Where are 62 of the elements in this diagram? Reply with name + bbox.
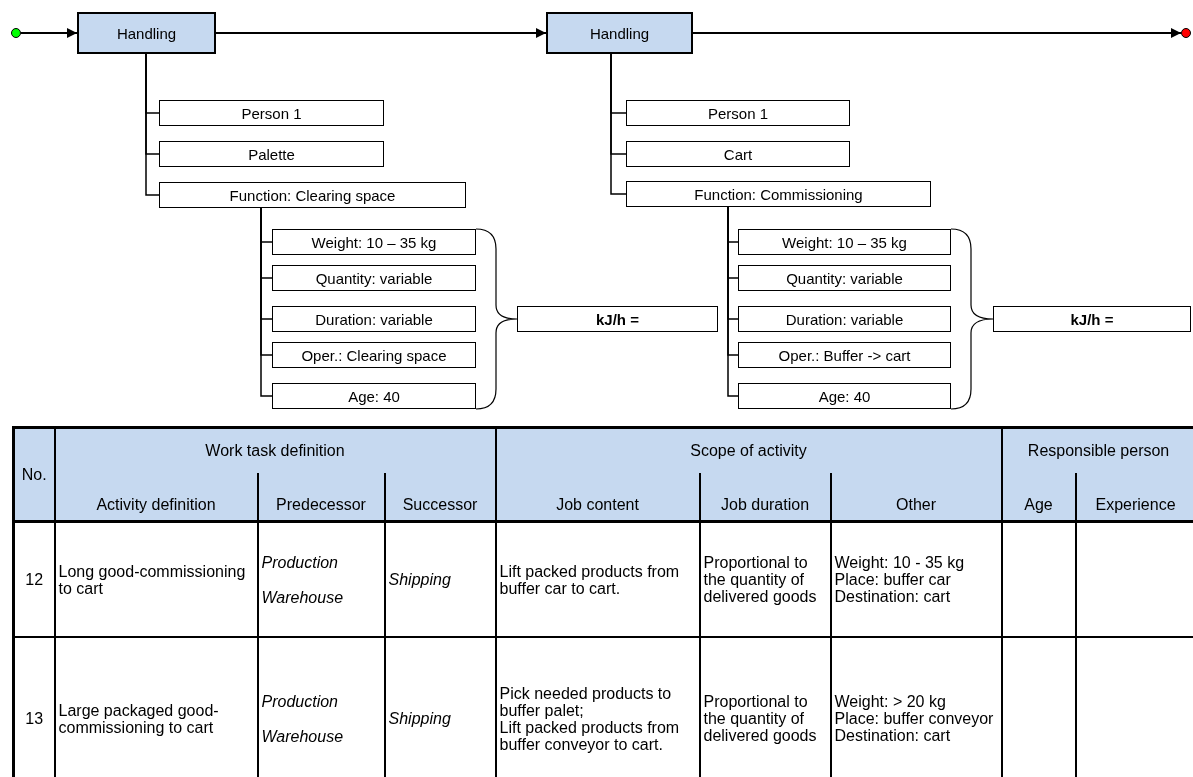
table-cell-text: Production	[261, 692, 339, 710]
table-cell-text: Warehouse	[261, 588, 345, 606]
table-cell-text: Shipping	[388, 710, 452, 727]
attribute-box: Person 1	[159, 100, 384, 126]
column-header: Job content	[495, 473, 700, 522]
result-box: kJ/h =	[993, 306, 1191, 332]
start-circle	[11, 28, 21, 38]
connector-line	[727, 206, 739, 397]
table-cell-text: Weight: 10 - 35 kg	[834, 554, 966, 571]
result-box: kJ/h =	[517, 306, 718, 332]
column-header: Age	[1001, 473, 1076, 522]
table-cell-text: Production	[261, 553, 339, 571]
column-header: Scope of activity	[495, 427, 1002, 473]
table-cell-text: Warehouse	[261, 727, 345, 745]
table-cell-text: Destination: cart	[834, 588, 952, 605]
column-header: Responsible person	[1001, 427, 1193, 473]
arrow	[692, 28, 1182, 38]
connector-line	[145, 53, 160, 196]
connector-line	[260, 207, 273, 397]
attribute-box: Function: Commissioning	[626, 181, 931, 207]
end-circle	[1181, 28, 1191, 38]
table-cell-text: Destination: cart	[834, 727, 952, 744]
arrow	[20, 28, 78, 38]
table-cell-text: Proportional to the quantity of delivered goods	[703, 554, 818, 605]
table-cell-text: Proportional to the quantity of delivered goods	[703, 693, 818, 744]
table-cell-text: 13	[24, 710, 45, 727]
column-header: Other	[830, 473, 1002, 522]
table-cell-text: Place: buffer conveyor	[834, 710, 995, 727]
table-cell-text: Large packaged good-commissioning to cart	[58, 701, 220, 736]
attribute-box: Cart	[626, 141, 850, 167]
attribute-box: Function: Clearing space	[159, 182, 466, 208]
column-header: Successor	[384, 473, 496, 522]
attribute-box: Oper.: Buffer -> cart	[738, 342, 951, 368]
attribute-box: Age: 40	[272, 383, 476, 409]
attribute-box: Weight: 10 – 35 kg	[272, 229, 476, 255]
column-header: Activity definition	[54, 473, 258, 522]
attribute-box: Weight: 10 – 35 kg	[738, 229, 951, 255]
column-header: Job duration	[699, 473, 831, 522]
attribute-box: Oper.: Clearing space	[272, 342, 476, 368]
table-cell-text: Lift packed products from buffer conveyor to cart.	[499, 718, 681, 753]
process-box: Handling	[546, 12, 693, 54]
attribute-box: Person 1	[626, 100, 850, 126]
column-header: Experience	[1075, 473, 1193, 522]
attribute-box: Quantity: variable	[738, 265, 951, 291]
table-cell-text: Pick needed products to buffer palet;	[499, 684, 673, 719]
table-cell-text: Shipping	[388, 571, 452, 588]
table-cell-text: Place: buffer car	[834, 571, 952, 588]
table-cell-text: Weight: > 20 kg	[834, 693, 947, 710]
column-header: Predecessor	[257, 473, 385, 522]
attribute-box: Quantity: variable	[272, 265, 476, 291]
attribute-box: Palette	[159, 141, 384, 167]
process-box: Handling	[77, 12, 216, 54]
attribute-box: Age: 40	[738, 383, 951, 409]
column-header: Work task definition	[54, 427, 496, 473]
arrow	[215, 28, 547, 38]
table-cell-text: Long good-commissioning to cart	[58, 562, 247, 597]
table-cell-text: 12	[24, 571, 45, 588]
attribute-box: Duration: variable	[272, 306, 476, 332]
table-cell-text: Lift packed products from buffer car to cart.	[499, 562, 681, 597]
column-header: No.	[13, 427, 55, 522]
attribute-box: Duration: variable	[738, 306, 951, 332]
connector-line	[610, 53, 627, 195]
